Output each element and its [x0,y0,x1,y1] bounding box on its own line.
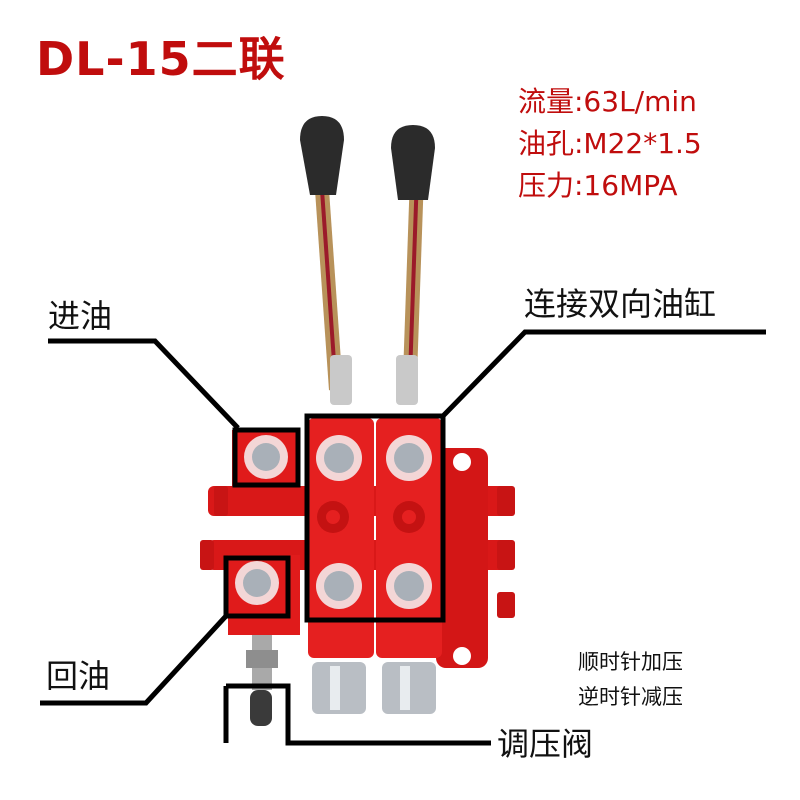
callout-return-label: 回油 [46,657,111,695]
spec-port-thread: 油孔:M22*1.5 [518,127,702,160]
callout-lines [40,329,766,746]
port-caps [235,435,432,609]
spool-end-caps [312,662,436,714]
relief-valve-screw [246,635,278,726]
note-counterclockwise: 逆时针减压 [578,685,683,709]
lever-handle-right [391,125,435,405]
callout-pressure-valve-label: 调压阀 [497,725,594,763]
product-title: DL-15二联 [36,32,286,86]
callout-cylinder-label: 连接双向油缸 [524,285,717,323]
callout-inlet-label: 进油 [48,297,113,335]
spec-flow: 流量:63L/min [518,85,697,118]
note-clockwise: 顺时针加压 [578,650,683,674]
spec-pressure: 压力:16MPA [518,169,678,202]
lever-handle-left [300,116,352,405]
